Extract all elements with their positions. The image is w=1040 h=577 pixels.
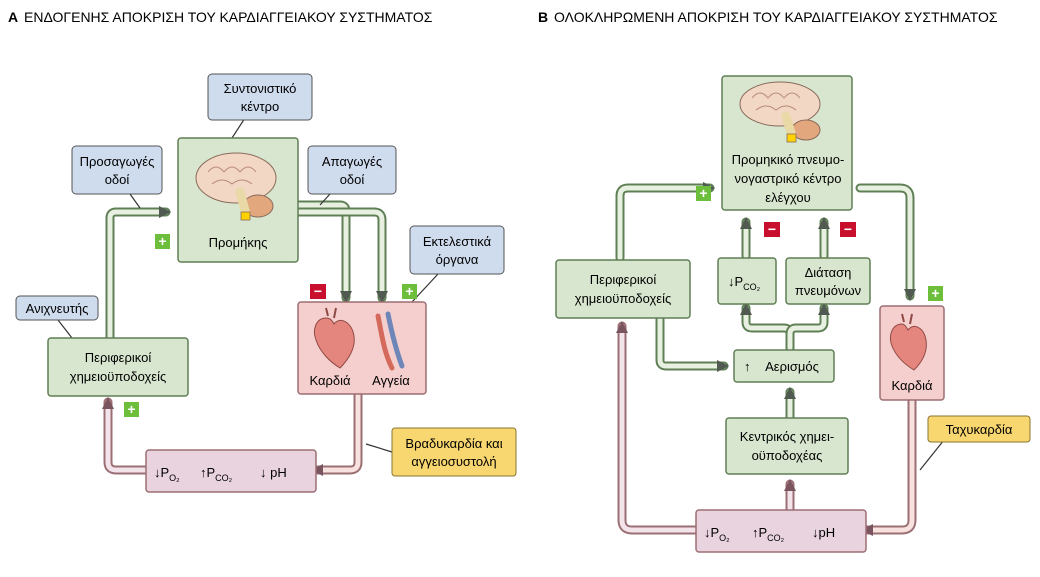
response-b-label: Ταχυκαρδία bbox=[946, 422, 1013, 437]
chemo-a-label-1: Περιφερικοί bbox=[85, 350, 152, 365]
svg-text:+: + bbox=[699, 185, 707, 201]
plus-badge: + bbox=[696, 185, 711, 201]
lung-stretch-box: Διάταση πνευμόνων bbox=[785, 257, 871, 305]
heart-icon bbox=[889, 313, 927, 371]
central-chemo-label-1: Κεντρικός χημει- bbox=[740, 429, 834, 444]
pco2-box: ↓PCO₂ bbox=[717, 257, 777, 305]
chemoreceptors-box-a: Περιφερικοί χημειοϋποδοχείς bbox=[47, 337, 189, 397]
panel-a: A ΕΝΔΟΓΕΝΗΣ ΑΠΟΚΡΙΣΗ ΤΟΥ ΚΑΡΔΙΑΓΓΕΙΑΚΟΥ … bbox=[8, 9, 517, 493]
efferent-label-2: οδοί bbox=[340, 172, 365, 187]
efferent-callout: Απαγωγές οδοί bbox=[307, 145, 397, 206]
response-a-label-1: Βραδυκαρδία και bbox=[405, 436, 502, 451]
panel-b: B ΟΛΟΚΛΗΡΩΜΕΝΗ ΑΠΟΚΡΙΣΗ ΤΟΥ ΚΑΡΔΙΑΓΓΕΙΑΚ… bbox=[538, 9, 1031, 553]
heart-b-label: Καρδιά bbox=[891, 378, 933, 393]
panel-b-title: ΟΛΟΚΛΗΡΩΜΕΝΗ ΑΠΟΚΡΙΣΗ ΤΟΥ ΚΑΡΔΙΑΓΓΕΙΑΚΟΥ… bbox=[554, 9, 998, 25]
vessels-icon bbox=[375, 311, 405, 371]
chemo-b-label-2: χημειοϋποδοχείς bbox=[575, 291, 671, 306]
afferent-label-1: Προσαγωγές bbox=[80, 154, 155, 169]
chemo-a-label-2: χημειοϋποδοχείς bbox=[70, 369, 166, 384]
vessels-label: Αγγεία bbox=[372, 373, 410, 388]
svg-text:+: + bbox=[931, 285, 939, 301]
central-chemo-box: Κεντρικός χημει- οϋποδοχέας bbox=[725, 417, 849, 475]
panel-a-letter: A bbox=[8, 9, 18, 25]
heart-label: Καρδιά bbox=[309, 373, 351, 388]
minus-badge: − bbox=[840, 221, 856, 237]
response-a-label-2: αγγειοσυστολή bbox=[411, 454, 496, 469]
afferent-label-2: οδοί bbox=[105, 172, 130, 187]
blood-gas-box-b: ↓PO₂ ↑PCO₂ ↓pH bbox=[695, 509, 867, 553]
central-chemo-label-2: οϋποδοχέας bbox=[752, 448, 823, 463]
ph-a: ↓ pH bbox=[260, 465, 287, 480]
brain-icon bbox=[195, 152, 277, 221]
panel-a-arrows bbox=[102, 200, 388, 476]
svg-text:−: − bbox=[768, 221, 776, 237]
coord-center-label-1: Συντονιστικό bbox=[224, 81, 297, 96]
lung-stretch-label-1: Διάταση bbox=[805, 265, 852, 280]
medulla-label: Προμήκης bbox=[209, 235, 268, 250]
control-center-box: Προμηκικό πνευμο- νογαστρικό κέντρο ελέγ… bbox=[721, 75, 853, 211]
brain-icon bbox=[739, 81, 821, 143]
lung-stretch-label-2: πνευμόνων bbox=[795, 283, 861, 298]
heart-box-b: Καρδιά bbox=[879, 305, 945, 401]
control-center-label-1: Προμηκικό πνευμο- bbox=[732, 152, 845, 167]
effectors-label-2: όργανα bbox=[436, 252, 479, 267]
control-center-label-3: ελέγχου bbox=[765, 190, 810, 205]
control-center-label-2: νογαστρικό κέντρο bbox=[735, 171, 842, 186]
minus-badge: − bbox=[764, 221, 780, 237]
effectors-callout: Εκτελεστικά όργανα bbox=[409, 225, 505, 303]
ventilation-box: ↑ Αερισμός bbox=[733, 349, 835, 383]
panel-b-letter: B bbox=[538, 9, 548, 25]
heart-vessels-box: Καρδιά Αγγεία bbox=[297, 301, 427, 395]
plus-badge: + bbox=[124, 401, 139, 417]
response-callout-b: Ταχυκαρδία bbox=[919, 415, 1031, 471]
plus-badge: + bbox=[928, 285, 943, 301]
afferent-callout: Προσαγωγές οδοί bbox=[71, 145, 163, 209]
coord-center-label-2: κέντρο bbox=[241, 99, 280, 114]
ventilation-arrow: ↑ bbox=[744, 359, 751, 374]
efferent-label-1: Απαγωγές bbox=[322, 154, 382, 169]
panel-b-arrows bbox=[615, 182, 917, 536]
svg-text:+: + bbox=[405, 283, 413, 299]
plus-badge: + bbox=[155, 233, 170, 249]
minus-badge: − bbox=[310, 283, 326, 299]
chemo-b-label-1: Περιφερικοί bbox=[590, 272, 657, 287]
svg-text:−: − bbox=[844, 221, 852, 237]
response-callout-a: Βραδυκαρδία και αγγειοσυστολή bbox=[365, 427, 517, 477]
svg-text:+: + bbox=[127, 401, 135, 417]
plus-badge: + bbox=[402, 283, 417, 299]
medulla-box: Προμήκης bbox=[177, 137, 299, 263]
effectors-label-1: Εκτελεστικά bbox=[423, 234, 492, 249]
svg-text:+: + bbox=[158, 233, 166, 249]
detector-label: Ανιχνευτής bbox=[26, 301, 89, 316]
heart-icon bbox=[313, 307, 355, 369]
ph-b: ↓pH bbox=[812, 525, 835, 540]
panel-a-title: ΕΝΔΟΓΕΝΗΣ ΑΠΟΚΡΙΣΗ ΤΟΥ ΚΑΡΔΙΑΓΓΕΙΑΚΟΥ ΣΥ… bbox=[24, 9, 433, 25]
blood-gas-box-a: ↓PO₂ ↑PCO₂ ↓ pH bbox=[145, 449, 317, 493]
detector-callout: Ανιχνευτής bbox=[15, 295, 99, 339]
ventilation-label: Αερισμός bbox=[765, 359, 819, 374]
svg-text:−: − bbox=[314, 283, 322, 299]
chemoreceptors-box-b: Περιφερικοί χημειοϋποδοχείς bbox=[555, 259, 691, 319]
coord-center-callout: Συντονιστικό κέντρο bbox=[207, 73, 313, 139]
